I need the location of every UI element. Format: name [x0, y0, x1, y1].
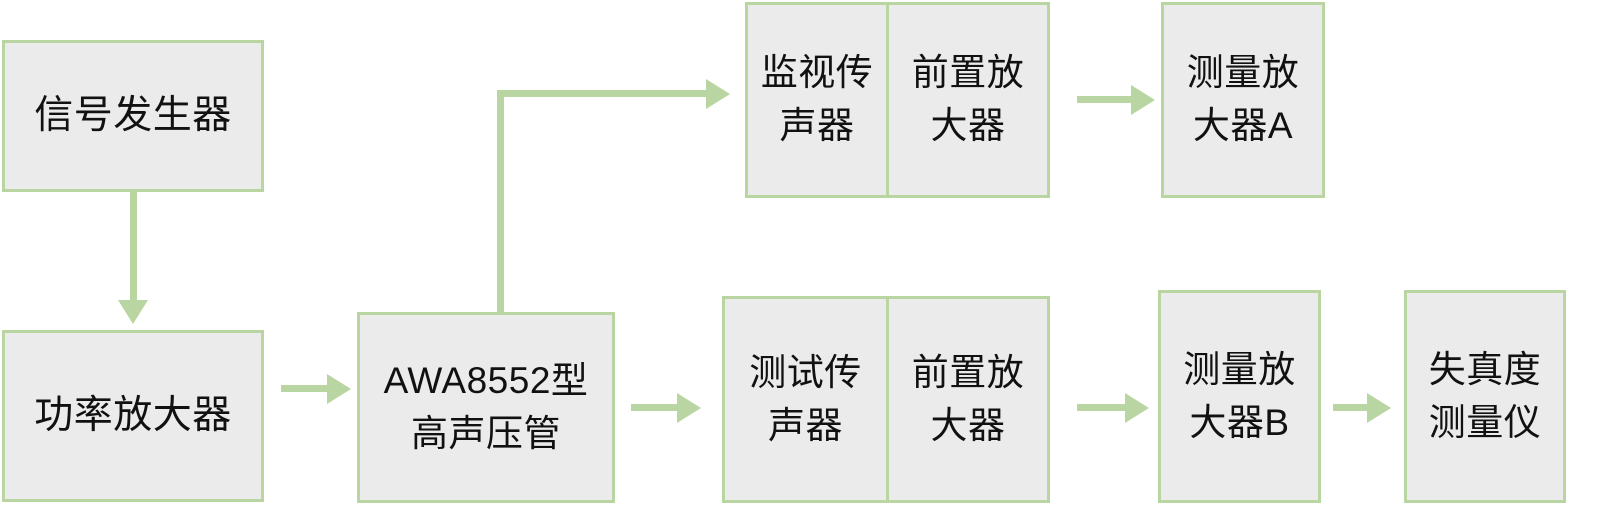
- node-measuring-amplifier-a-line-2: 大器A: [1192, 105, 1294, 146]
- node-power-amplifier[interactable]: 功率放大器: [2, 330, 264, 502]
- node-measuring-amplifier-a-line-1: 测量放: [1186, 52, 1300, 94]
- connector-line-horizontal: [1077, 96, 1133, 103]
- node-power-amplifier-line-1: 功率放大器: [34, 394, 232, 438]
- node-preamplifier-top[interactable]: 前置放 大器: [886, 2, 1050, 198]
- node-awa8552-tube-line-2: 高声压管: [411, 412, 561, 454]
- connector-line-horizontal: [281, 385, 329, 392]
- node-distortion-meter-line-1: 失真度: [1428, 348, 1542, 390]
- node-monitor-microphone[interactable]: 监视传 声器: [745, 2, 889, 198]
- node-signal-generator-line-1: 信号发生器: [34, 94, 232, 138]
- arrow-head-down: [118, 300, 148, 324]
- node-awa8552-tube-line-1: AWA8552型: [383, 359, 589, 401]
- node-distortion-meter-line-2: 测量仪: [1428, 401, 1542, 443]
- node-awa8552-tube[interactable]: AWA8552型 高声压管: [357, 312, 615, 503]
- node-test-microphone-line-2: 声器: [768, 404, 843, 446]
- node-preamplifier-bottom[interactable]: 前置放 大器: [886, 296, 1050, 503]
- node-test-microphone[interactable]: 测试传 声器: [722, 296, 889, 503]
- arrow-head-right: [706, 79, 730, 109]
- connector-line-horizontal: [1333, 404, 1369, 411]
- arrow-head-right: [1367, 393, 1391, 423]
- node-monitor-microphone-line-2: 声器: [779, 105, 855, 146]
- node-preamplifier-bottom-line-2: 大器: [930, 404, 1006, 446]
- arrow-head-right: [1131, 85, 1155, 115]
- connector-line-vertical: [130, 192, 137, 302]
- node-measuring-amplifier-b[interactable]: 测量放 大器B: [1158, 290, 1321, 503]
- arrow-head-right: [327, 374, 351, 404]
- node-distortion-meter[interactable]: 失真度 测量仪: [1404, 290, 1566, 503]
- arrow-head-right: [1125, 393, 1149, 423]
- node-signal-generator[interactable]: 信号发生器: [2, 40, 264, 192]
- node-preamplifier-top-line-1: 前置放: [911, 52, 1025, 94]
- node-test-microphone-line-1: 测试传: [749, 351, 862, 393]
- node-preamplifier-top-line-2: 大器: [930, 105, 1006, 146]
- connector-line-vertical: [497, 90, 504, 313]
- connector-line-horizontal: [631, 404, 679, 411]
- arrow-head-right: [677, 393, 701, 423]
- node-measuring-amplifier-b-line-1: 测量放: [1183, 348, 1296, 390]
- node-measuring-amplifier-b-line-2: 大器B: [1189, 401, 1290, 443]
- node-preamplifier-bottom-line-1: 前置放: [911, 351, 1025, 393]
- connector-line-horizontal: [497, 90, 709, 97]
- connector-line-horizontal: [1077, 404, 1127, 411]
- node-monitor-microphone-line-1: 监视传: [760, 52, 874, 94]
- node-measuring-amplifier-a[interactable]: 测量放 大器A: [1161, 2, 1325, 198]
